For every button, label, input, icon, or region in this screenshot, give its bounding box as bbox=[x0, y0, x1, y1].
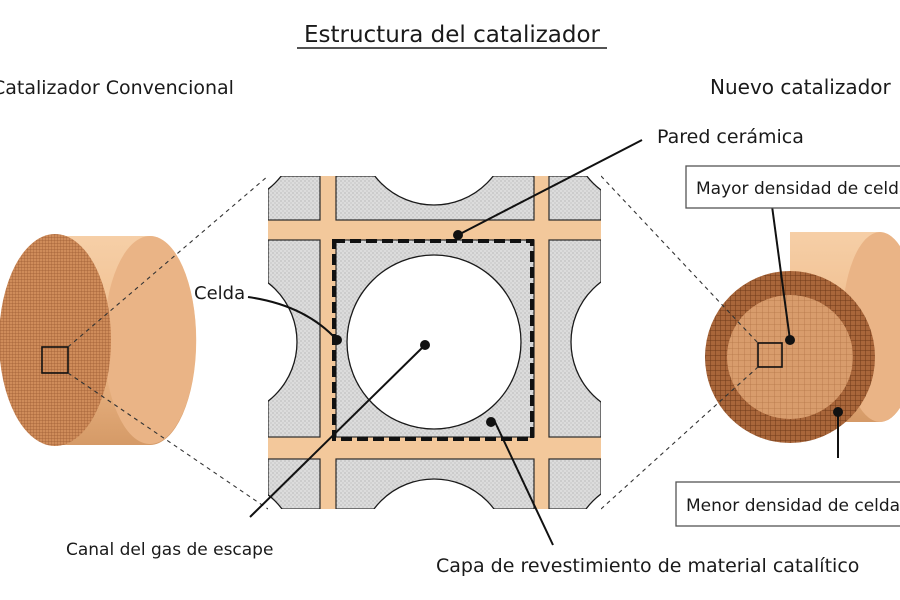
ceramic-wall-label: Pared cerámica bbox=[657, 126, 804, 148]
lower-density-label: Menor densidad de celdas bbox=[686, 496, 900, 516]
cell-detail-panel bbox=[268, 176, 601, 509]
new-catalyst-label: Nuevo catalizador bbox=[710, 75, 892, 99]
exhaust-channel-label: Canal del gas de escape bbox=[66, 540, 273, 560]
new-catalyst-cylinder bbox=[705, 232, 900, 443]
zoom-guides bbox=[67, 175, 759, 510]
cell-label: Celda bbox=[194, 283, 245, 304]
exhaust-channel-center bbox=[346, 254, 522, 430]
new-zoom-box bbox=[757, 342, 783, 368]
conventional-cylinder bbox=[0, 234, 197, 446]
leader-dots bbox=[332, 230, 843, 427]
diagram-title: Estructura del catalizador bbox=[304, 22, 601, 48]
higher-density-box bbox=[685, 165, 900, 209]
conventional-label: Catalizador Convencional bbox=[0, 77, 234, 99]
higher-density-label: Mayor densidad de celdas bbox=[696, 179, 900, 199]
leader-lines bbox=[247, 139, 839, 546]
coating-layer-label: Capa de revestimiento de material catalí… bbox=[436, 555, 859, 577]
conventional-zoom-box bbox=[41, 346, 69, 374]
lower-density-box bbox=[675, 481, 900, 527]
